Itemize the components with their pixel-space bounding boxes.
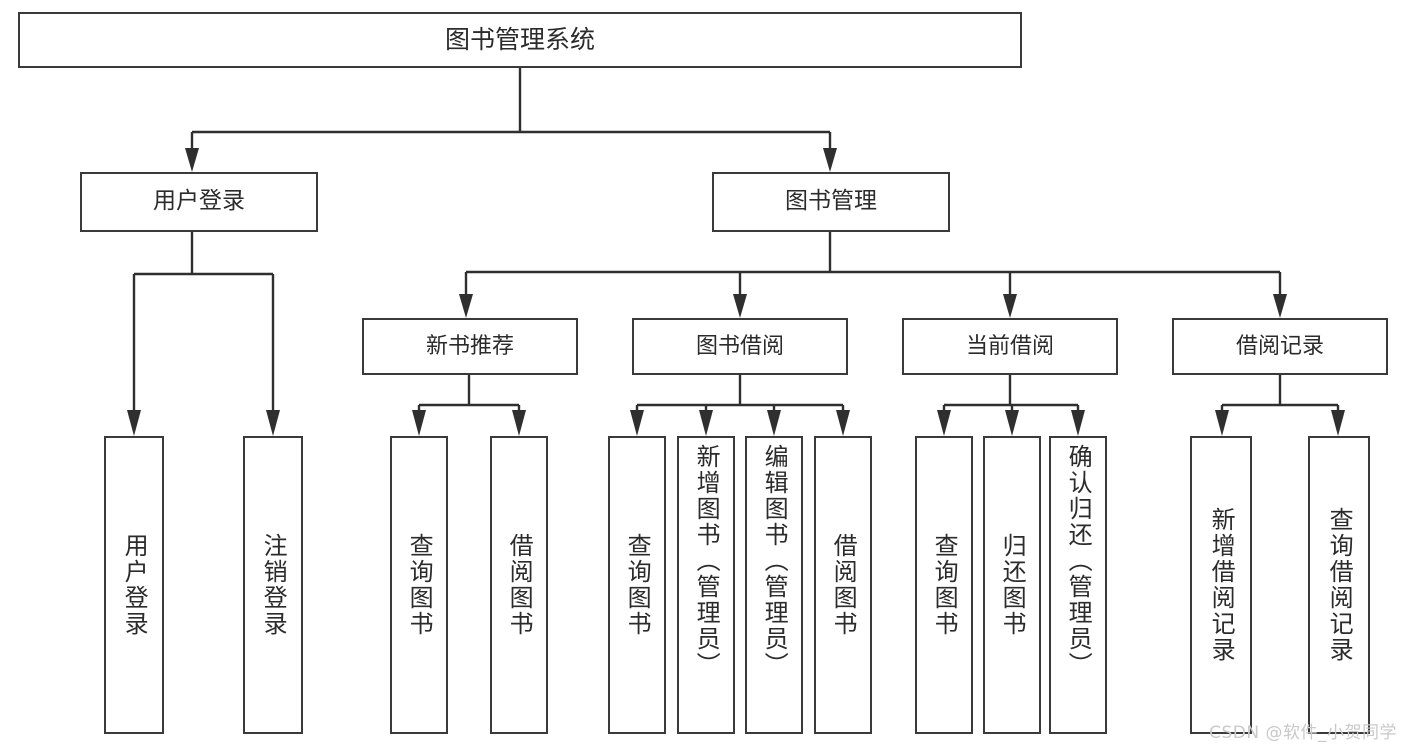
arrow-head-leaf-7: [767, 410, 781, 436]
leaf-query-book-borrow[interactable]: 查询图书: [608, 436, 666, 734]
leaf-query-book-borrow-label: 查询图书: [623, 533, 652, 637]
leaf-query-borrow-record[interactable]: 查询借阅记录: [1308, 436, 1370, 734]
arrow-head-leaf-10: [1005, 410, 1019, 436]
node-new-book-recommend-label: 新书推荐: [425, 333, 514, 359]
arrow-head-leaf-13: [1331, 410, 1345, 436]
node-book-borrow-label: 图书借阅: [695, 333, 784, 359]
node-user-login[interactable]: 用户登录: [80, 172, 318, 232]
node-new-book-recommend[interactable]: 新书推荐: [362, 318, 578, 375]
leaf-query-book-current[interactable]: 查询图书: [915, 436, 973, 734]
arrow-head-leaf-9: [937, 410, 951, 436]
node-borrow-record-label: 借阅记录: [1235, 333, 1324, 359]
arrow-head-leaf-4: [512, 410, 526, 436]
leaf-query-book-recommend[interactable]: 查询图书: [390, 436, 448, 734]
arrow-head-leaf-12: [1215, 410, 1229, 436]
arrow-head-leaf-2: [266, 410, 280, 436]
arrow-head-lvl2-1: [459, 294, 473, 318]
leaf-confirm-return-admin[interactable]: 确认归还（管理员）: [1049, 436, 1107, 734]
leaf-logout-label: 注销登录: [259, 533, 288, 637]
leaf-add-borrow-record-label: 新增借阅记录: [1207, 507, 1236, 663]
leaf-borrow-book-label: 借阅图书: [829, 533, 858, 637]
arrow-head-leaf-1: [127, 410, 141, 436]
node-current-borrow-label: 当前借阅: [965, 333, 1054, 359]
leaf-query-book-current-label: 查询图书: [930, 533, 959, 637]
node-user-login-label: 用户登录: [153, 188, 245, 215]
arrow-head-lvl2-3: [1003, 294, 1017, 318]
arrow-head-lvl2-2: [733, 294, 747, 318]
arrow-head-bookmgmt: [823, 148, 837, 172]
leaf-edit-book-admin-label: 编辑图书（管理员）: [760, 444, 789, 678]
leaf-confirm-return-admin-label: 确认归还（管理员）: [1064, 444, 1093, 678]
leaf-logout[interactable]: 注销登录: [243, 436, 303, 734]
leaf-user-login[interactable]: 用户登录: [104, 436, 164, 734]
leaf-add-book-admin[interactable]: 新增图书（管理员）: [677, 436, 735, 734]
node-borrow-record[interactable]: 借阅记录: [1172, 318, 1388, 375]
arrow-head-leaf-8: [836, 410, 850, 436]
leaf-borrow-book-recommend-label: 借阅图书: [505, 533, 534, 637]
watermark: CSDN @软件_小贺同学: [1209, 723, 1397, 743]
leaf-user-login-label: 用户登录: [120, 533, 149, 637]
node-book-management[interactable]: 图书管理: [712, 172, 950, 232]
leaf-borrow-book[interactable]: 借阅图书: [814, 436, 872, 734]
leaf-borrow-book-recommend[interactable]: 借阅图书: [490, 436, 548, 734]
arrow-head-leaf-3: [412, 410, 426, 436]
arrow-head-lvl2-4: [1273, 294, 1287, 318]
node-book-borrow[interactable]: 图书借阅: [632, 318, 848, 375]
leaf-return-book-label: 归还图书: [998, 533, 1027, 637]
arrow-head-leaf-11: [1071, 410, 1085, 436]
arrow-head-leaf-5: [630, 410, 644, 436]
leaf-query-book-recommend-label: 查询图书: [405, 533, 434, 637]
leaf-query-borrow-record-label: 查询借阅记录: [1325, 507, 1354, 663]
node-current-borrow[interactable]: 当前借阅: [902, 318, 1118, 375]
node-book-management-label: 图书管理: [785, 188, 877, 215]
arrow-head-login: [185, 148, 199, 172]
leaf-add-book-admin-label: 新增图书（管理员）: [692, 444, 721, 678]
node-root-label: 图书管理系统: [444, 25, 595, 55]
leaf-add-borrow-record[interactable]: 新增借阅记录: [1190, 436, 1252, 734]
node-root[interactable]: 图书管理系统: [18, 12, 1022, 68]
leaf-return-book[interactable]: 归还图书: [983, 436, 1041, 734]
arrow-head-leaf-6: [699, 410, 713, 436]
leaf-edit-book-admin[interactable]: 编辑图书（管理员）: [745, 436, 803, 734]
